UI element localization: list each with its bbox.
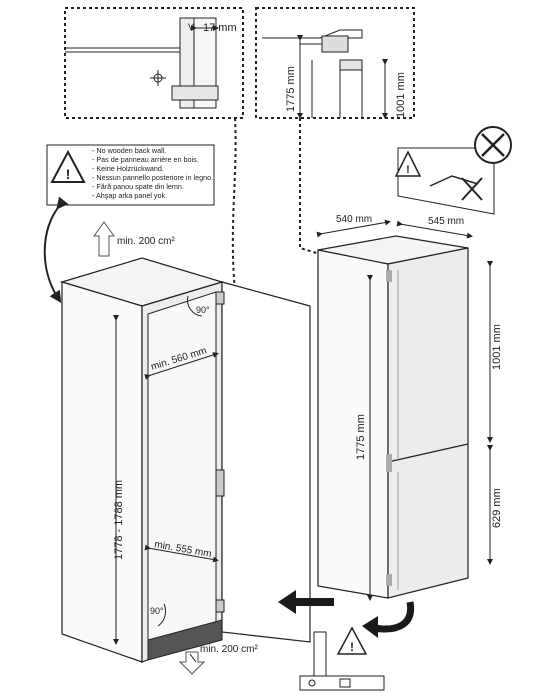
angle-bottom-label: 90° bbox=[150, 606, 164, 616]
cabinet-height-label: 1778 - 1788 mm bbox=[113, 480, 125, 560]
svg-text:!: ! bbox=[66, 166, 71, 182]
warning-box: ! - No wooden back wall. - Pas de pannea… bbox=[46, 144, 215, 206]
level-tool: ! bbox=[299, 626, 385, 691]
gap-label: 17 mm bbox=[203, 22, 237, 34]
warning-line-2: - Pas de panneau arrière en bois. bbox=[92, 155, 199, 164]
fridge-depth-label: 545 mm bbox=[428, 216, 464, 227]
detail-height-total: 1775 mm bbox=[285, 66, 297, 112]
warning-line-5: - Fără panou spate din lemn. bbox=[92, 182, 184, 191]
warning-line-1: - No wooden back wall. bbox=[92, 146, 166, 155]
detail-box-right: 1775 mm 1001 mm bbox=[255, 7, 415, 119]
angle-top-label: 90° bbox=[196, 305, 210, 315]
detail-height-lower: 1001 mm bbox=[395, 72, 407, 118]
rotate-arrow-icon bbox=[373, 601, 415, 633]
warning-triangle-icon bbox=[50, 149, 86, 183]
vent-top-arrow-icon bbox=[93, 221, 115, 257]
detail-box-left: V 17 mm bbox=[64, 7, 244, 119]
gap-v-label: V bbox=[188, 22, 194, 32]
svg-text:!: ! bbox=[406, 164, 410, 176]
connector-right bbox=[299, 118, 381, 273]
vent-bottom-label: min. 200 cm² bbox=[200, 644, 258, 655]
vent-top-label: min. 200 cm² bbox=[117, 236, 175, 247]
fridge-height-lower-label: 629 mm bbox=[491, 488, 503, 528]
vent-bottom-arrow-icon bbox=[178, 651, 206, 675]
prohibition-inset: ! bbox=[394, 126, 512, 215]
svg-text:!: ! bbox=[350, 640, 354, 654]
fridge-width-label: 540 mm bbox=[336, 214, 372, 225]
warning-line-6: - Ahşap arka panel yok. bbox=[92, 191, 167, 200]
level-warning-icon bbox=[336, 626, 368, 655]
warning-line-4: - Nessun pannello posteriore in legno. bbox=[92, 173, 213, 182]
cabinet-door: 90° 90° bbox=[150, 281, 311, 643]
cabinet: 1778 - 1788 mm min. 560 mm min. 555 mm bbox=[59, 257, 225, 663]
warning-line-3: - Keine Holzrückwand. bbox=[92, 164, 164, 173]
warning-pointer-arrow bbox=[43, 196, 69, 304]
fridge-height-upper-label: 1001 mm bbox=[491, 324, 503, 370]
inset-warning-icon bbox=[394, 150, 422, 177]
fridge-height-total-label: 1775 mm bbox=[355, 414, 367, 460]
fridge: 540 mm 545 mm 1775 mm 1001 mm 629 mm bbox=[316, 214, 503, 601]
insert-arrow-icon bbox=[278, 590, 334, 614]
vent-grille bbox=[147, 619, 223, 661]
